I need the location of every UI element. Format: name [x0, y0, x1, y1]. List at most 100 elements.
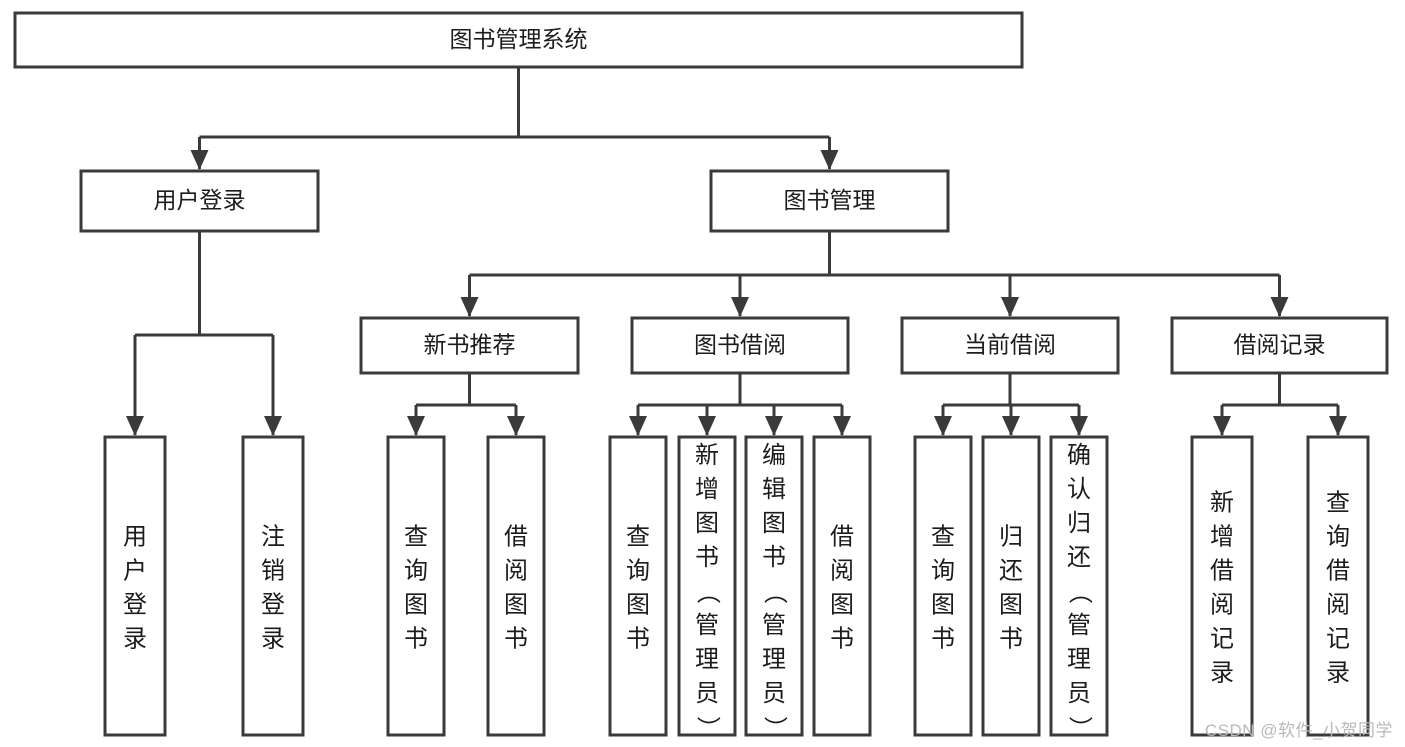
arrow-head-icon-leaf-1-1: [698, 416, 716, 436]
svg-text:理: 理: [762, 646, 786, 673]
svg-text:书: 书: [931, 626, 955, 653]
svg-text:查: 查: [626, 524, 650, 551]
svg-text:录: 录: [1326, 660, 1350, 687]
svg-text:阅: 阅: [504, 558, 528, 585]
svg-text:图: 图: [999, 592, 1023, 619]
svg-text:图: 图: [695, 510, 719, 537]
svg-text:）: ）: [761, 716, 788, 740]
node-box-leaf-1-0[interactable]: [608, 435, 668, 737]
svg-text:登: 登: [261, 592, 285, 619]
node-box-leaf-0-1[interactable]: [486, 435, 546, 737]
arrow-head-icon-login-leaf-0: [126, 416, 144, 436]
svg-text:书: 书: [830, 626, 854, 653]
svg-text:员: 员: [695, 680, 719, 707]
svg-text:户: 户: [123, 558, 147, 585]
arrow-head-icon-leaf-0-0: [407, 416, 425, 436]
node-box-leaf-login-1[interactable]: [241, 435, 305, 737]
svg-text:增: 增: [695, 476, 719, 503]
node-label-level2-1: 图书管理: [784, 187, 876, 213]
node-label-level2-0: 用户登录: [154, 187, 246, 213]
svg-text:用: 用: [123, 524, 147, 551]
svg-text:编: 编: [762, 442, 786, 469]
node-box-leaf-login-0[interactable]: [103, 435, 167, 737]
svg-text:管: 管: [1067, 612, 1091, 639]
svg-text:理: 理: [695, 646, 719, 673]
node-label-level3-2: 当前借阅: [964, 332, 1056, 358]
node-box-leaf-3-0[interactable]: [1190, 435, 1254, 737]
svg-text:销: 销: [261, 558, 285, 585]
svg-text:图: 图: [830, 592, 854, 619]
svg-text:借: 借: [830, 524, 854, 551]
svg-text:确: 确: [1067, 442, 1091, 469]
arrow-head-icon-leaf-1-2: [765, 416, 783, 436]
arrow-head-icon-level3-0: [460, 297, 479, 317]
svg-text:录: 录: [123, 626, 147, 653]
arrow-head-icon-leaf-1-0: [629, 416, 647, 436]
node-box-level3-1[interactable]: [630, 316, 850, 375]
node-box-leaf-1-3[interactable]: [812, 435, 872, 737]
arrow-head-icon-level3-2: [1001, 297, 1019, 317]
arrow-head-icon-leaf-1-3: [833, 416, 851, 436]
svg-text:归: 归: [999, 524, 1023, 551]
svg-text:（: （: [694, 580, 721, 604]
svg-text:图: 图: [504, 592, 528, 619]
node-box-leaf-1-1[interactable]: [677, 435, 737, 737]
node-label-level3-1: 图书借阅: [694, 332, 786, 358]
svg-text:员: 员: [1067, 680, 1091, 707]
svg-text:理: 理: [1067, 646, 1091, 673]
svg-text:增: 增: [1210, 524, 1234, 551]
svg-text:图: 图: [762, 510, 786, 537]
svg-text:）: ）: [1066, 716, 1093, 740]
node-box-leaf-0-0[interactable]: [386, 435, 446, 737]
svg-text:）: ）: [694, 716, 721, 740]
svg-text:询: 询: [931, 558, 955, 585]
node-box-level2-1[interactable]: [709, 169, 950, 233]
svg-text:录: 录: [1210, 660, 1234, 687]
svg-text:图: 图: [931, 592, 955, 619]
svg-text:辑: 辑: [762, 476, 786, 503]
svg-text:图: 图: [626, 592, 650, 619]
svg-text:书: 书: [695, 544, 719, 571]
node-box-leaf-1-2[interactable]: [744, 435, 804, 737]
svg-text:新: 新: [1210, 490, 1234, 517]
arrow-head-icon-leaf-0-1: [507, 416, 525, 436]
svg-text:认: 认: [1067, 476, 1091, 503]
svg-text:还: 还: [999, 558, 1023, 585]
svg-text:新: 新: [695, 442, 719, 469]
arrow-head-icon-leaf-2-0: [934, 416, 952, 436]
svg-text:阅: 阅: [1210, 592, 1234, 619]
svg-text:询: 询: [1326, 524, 1350, 551]
svg-text:书: 书: [762, 544, 786, 571]
node-label-level3-0: 新书推荐: [424, 332, 516, 358]
svg-text:书: 书: [504, 626, 528, 653]
svg-text:借: 借: [504, 524, 528, 551]
arrow-head-icon-login-leaf-1: [264, 416, 282, 436]
node-box-root[interactable]: [13, 11, 1024, 69]
node-box-leaf-3-1[interactable]: [1306, 435, 1370, 737]
arrow-head-icon-leaf-2-2: [1070, 416, 1088, 436]
arrow-head-icon-level2-0: [190, 150, 209, 170]
svg-text:查: 查: [931, 524, 955, 551]
arrow-head-icon-level3-1: [731, 297, 749, 317]
svg-text:（: （: [1066, 580, 1093, 604]
node-box-leaf-2-2[interactable]: [1049, 435, 1109, 737]
node-box-leaf-2-1[interactable]: [981, 435, 1041, 737]
node-box-leaf-2-0[interactable]: [913, 435, 973, 737]
node-label-root: 图书管理系统: [450, 26, 588, 52]
svg-text:借: 借: [1326, 558, 1350, 585]
arrow-head-icon-level2-1: [820, 150, 839, 170]
svg-text:询: 询: [404, 558, 428, 585]
svg-text:录: 录: [261, 626, 285, 653]
node-label-level3-3: 借阅记录: [1234, 332, 1326, 358]
